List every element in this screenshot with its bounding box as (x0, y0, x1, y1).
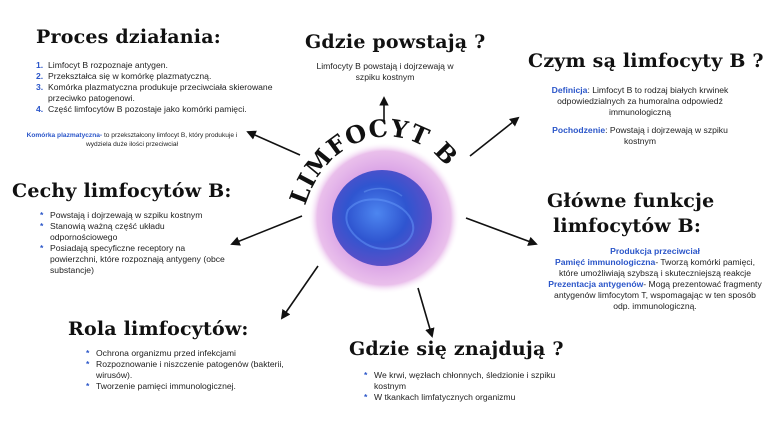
list-item: Ochrona organizmu przed infekcjami (86, 348, 286, 359)
arrow-to-gdzie-znajduja (417, 287, 435, 338)
proces-note: Komórka plazmatyczna- to przekształcony … (26, 131, 238, 149)
funkcje-body: Produkcja przeciwciał Pamięć immunologic… (548, 246, 762, 312)
note-text: to przekształcony limfocyt B, który prod… (86, 132, 238, 148)
arrow-to-cechy (230, 215, 303, 246)
arrow-to-proces (246, 130, 301, 156)
cell-nucleus (332, 170, 432, 266)
arrow-to-funkcje (465, 217, 538, 246)
center-title: LIMFOCYT B (284, 113, 464, 208)
list-item: 2.Przekształca się w komórkę plazmatyczn… (36, 71, 212, 81)
list-item: W tkankach limfatycznych organizmu (364, 392, 558, 403)
list-item: Posiadają specyficzne receptory na powie… (40, 243, 230, 276)
svg-text:LIMFOCYT B: LIMFOCYT B (284, 113, 464, 208)
cechy-list: Powstają i dojrzewają w szpiku kostnym S… (40, 210, 230, 276)
czym-sa-title: Czym są limfocyty B ? (528, 50, 764, 72)
funkcja-produkcja: Produkcja przeciwciał (610, 246, 700, 256)
proces-title: Proces działania: (36, 26, 221, 48)
lymphocyte-illustration (308, 142, 460, 294)
nucleus-texture (345, 198, 415, 250)
list-item: 3.Komórka plazmatyczna produkuje przeciw… (36, 82, 273, 103)
list-item: 1.Limfocyt B rozpoznaje antygen. (36, 60, 168, 70)
note-term: Komórka plazmatyczna- (26, 132, 103, 139)
arrow-to-czym-sa (469, 116, 520, 157)
arrow-to-rola (280, 265, 319, 320)
gdzie-powstaja-title: Gdzie powstają ? (305, 31, 486, 53)
rola-list: Ochrona organizmu przed infekcjami Rozpo… (86, 348, 286, 392)
gdzie-znajduja-title: Gdzie się znajdują ? (349, 338, 564, 360)
definicja-term: Definicja (551, 85, 588, 95)
pochodzenie-text: Pochodzenie: Powstają i dojrzewają w szp… (552, 125, 728, 146)
gdzie-powstaja-text: Limfocyty B powstają i dojrzewają w szpi… (316, 61, 454, 82)
gdzie-znajduja-list: We krwi, węzłach chłonnych, śledzionie i… (364, 370, 558, 403)
pochodzenie-term: Pochodzenie (552, 125, 606, 135)
list-item: Powstają i dojrzewają w szpiku kostnym (40, 210, 230, 221)
definicja-text: Definicja: Limfocyt B to rodzaj białych … (551, 85, 729, 117)
list-item: We krwi, węzłach chłonnych, śledzionie i… (364, 370, 558, 392)
list-item: 4.Część limfocytów B pozostaje jako komó… (36, 104, 247, 114)
proces-list: 1.Limfocyt B rozpoznaje antygen. 2.Przek… (36, 60, 286, 115)
cechy-title: Cechy limfocytów B: (12, 180, 232, 202)
center-title-text: LIMFOCYT B (284, 113, 463, 208)
list-item: Stanowią ważną część układu odpornościow… (40, 221, 230, 243)
funkcja-prezentacja: Prezentacja antygenów- Mogą prezentować … (548, 279, 762, 311)
funkcje-title-line1: Główne funkcje (547, 190, 715, 212)
funkcja-pamiec: Pamięć immunologiczna- Tworzą komórki pa… (555, 257, 755, 278)
list-item: Rozpoznowanie i niszczenie patogenów (ba… (86, 359, 286, 381)
rola-title: Rola limfocytów: (68, 318, 249, 340)
list-item: Tworzenie pamięci immunologicznej. (86, 381, 286, 392)
funkcje-title-line2: limfocytów B: (553, 215, 702, 237)
